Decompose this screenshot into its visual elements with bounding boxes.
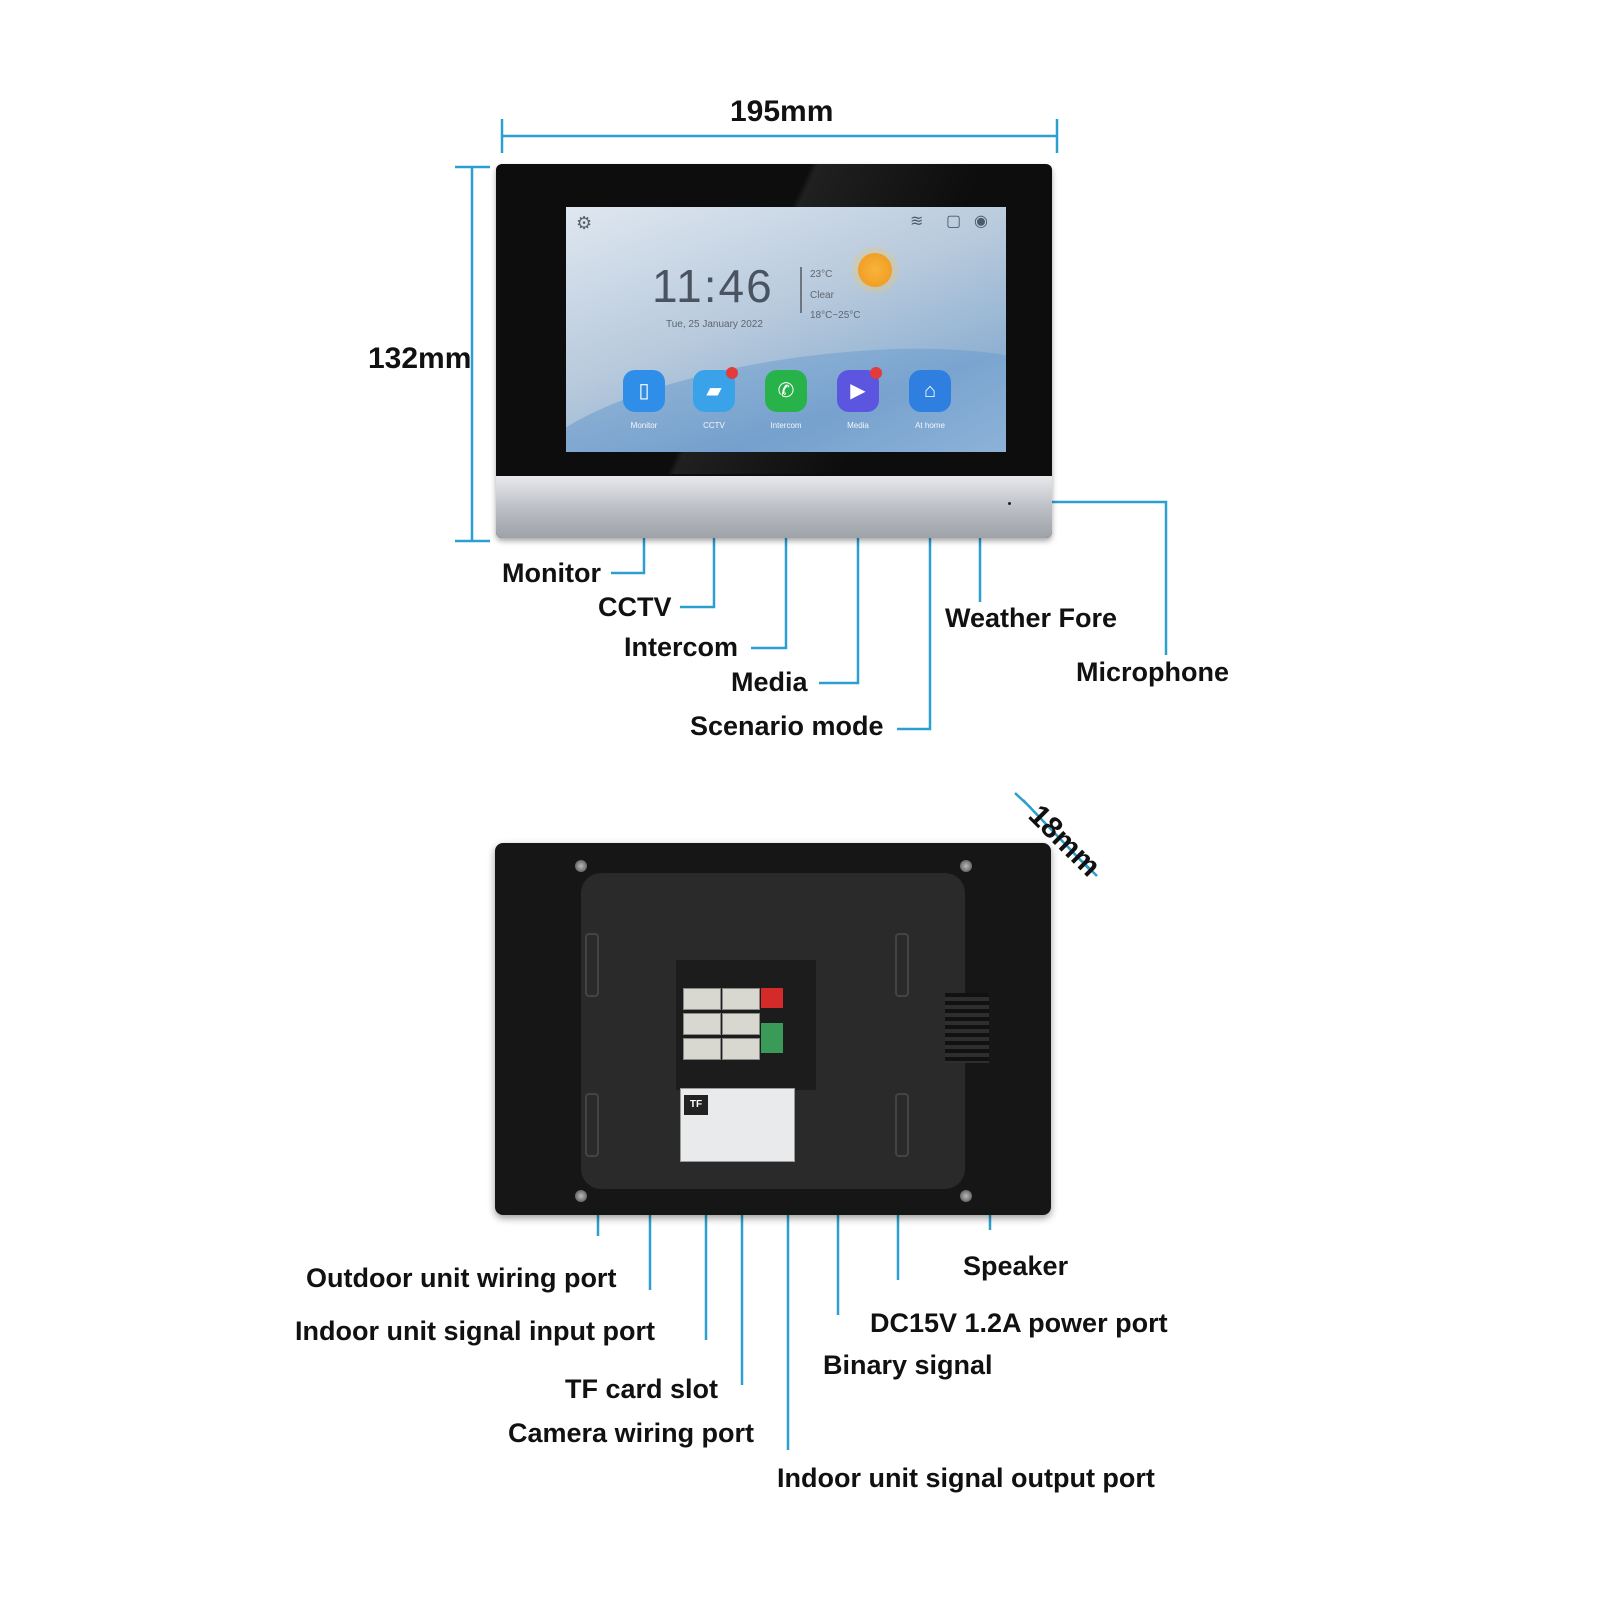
- depth-dimension-line: [1014, 792, 1098, 877]
- app-cctv-button[interactable]: ▰: [693, 367, 738, 412]
- home-screen: ⚙ ≋ ▢ ◉ 11:46 Tue, 25 January 2022 23°C …: [566, 207, 1006, 452]
- clock-time: 11:46: [652, 260, 774, 312]
- app-home-label: At home: [915, 421, 945, 430]
- app-media-label: Media: [847, 421, 869, 430]
- mount-slot-left-top: [585, 933, 599, 997]
- label-microphone: Microphone: [1076, 657, 1229, 687]
- camera-icon: ▰: [706, 380, 722, 402]
- label-camera-port: Camera wiring port: [508, 1418, 755, 1448]
- power-port[interactable]: [761, 988, 783, 1008]
- label-speaker: Speaker: [963, 1251, 1069, 1281]
- width-dimension-label: 195mm: [730, 95, 834, 128]
- label-intercom: Intercom: [624, 632, 739, 662]
- wifi-icon: ≋: [910, 213, 924, 230]
- app-monitor-button[interactable]: ▯: [623, 370, 665, 412]
- weather-condition: Clear: [810, 290, 834, 301]
- app-intercom-button[interactable]: ✆: [765, 370, 807, 412]
- weather-range: 18°C~25°C: [810, 310, 861, 321]
- mount-slot-left-bottom: [585, 1093, 599, 1157]
- outdoor-port-3[interactable]: [683, 1038, 721, 1060]
- label-media: Media: [731, 667, 808, 697]
- gear-icon[interactable]: ⚙: [576, 213, 593, 233]
- label-outdoor-port: Outdoor unit wiring port: [306, 1263, 617, 1293]
- play-icon: ▶: [850, 380, 866, 402]
- doorbell-icon: ▯: [638, 380, 650, 402]
- app-home-button[interactable]: ⌂: [909, 370, 951, 412]
- bottom-bezel-bar: [496, 476, 1052, 538]
- leader-microphone: [1016, 500, 1168, 655]
- app-intercom-label: Intercom: [770, 421, 802, 430]
- app-cctv-label: CCTV: [703, 421, 725, 430]
- screw-top-left: [575, 860, 587, 872]
- lock-icon[interactable]: ▢: [946, 213, 962, 230]
- speaker-grill: [945, 993, 989, 1063]
- mount-slot-right-top: [895, 933, 909, 997]
- camera-port[interactable]: [722, 1013, 760, 1035]
- weather-temperature: 23°C: [810, 269, 833, 280]
- microphone-hole: [1008, 502, 1011, 505]
- sun-icon: [858, 253, 892, 287]
- height-dimension-label: 132mm: [368, 342, 472, 375]
- outdoor-port-1[interactable]: [683, 988, 721, 1010]
- outdoor-port-2[interactable]: [722, 988, 760, 1010]
- indoor-in-port[interactable]: [683, 1013, 721, 1035]
- media-badge: [870, 367, 882, 379]
- label-cctv: CCTV: [598, 592, 672, 622]
- label-scenario-mode: Scenario mode: [690, 711, 884, 741]
- label-binary-signal: Binary signal: [823, 1350, 993, 1380]
- weather-divider: [800, 267, 802, 313]
- label-tf-card-slot: TF card slot: [565, 1374, 719, 1404]
- tf-card-slot[interactable]: TF: [684, 1095, 708, 1115]
- indoor-out-port[interactable]: [722, 1038, 760, 1060]
- phone-icon: ✆: [777, 380, 795, 402]
- cctv-badge: [726, 367, 738, 379]
- label-weather-forecast: Weather Fore: [945, 603, 1118, 633]
- app-monitor-label: Monitor: [630, 421, 658, 430]
- clock-date: Tue, 25 January 2022: [666, 319, 763, 330]
- width-dimension-line: [500, 119, 1059, 153]
- screw-top-right: [960, 860, 972, 872]
- label-indoor-output-port: Indoor unit signal output port: [777, 1463, 1155, 1493]
- screw-bottom-right: [960, 1190, 972, 1202]
- height-dimension-line: [455, 165, 490, 543]
- home-icon: ⌂: [923, 380, 937, 402]
- app-media-button[interactable]: ▶: [837, 367, 882, 412]
- wiring-sticker: TF: [680, 1088, 795, 1162]
- label-monitor: Monitor: [502, 558, 601, 588]
- back-panel: TF: [495, 843, 1051, 1215]
- label-power-port: DC15V 1.2A power port: [870, 1308, 1168, 1338]
- screw-bottom-left: [575, 1190, 587, 1202]
- label-indoor-input-port: Indoor unit signal input port: [295, 1316, 655, 1346]
- binary-signal-port[interactable]: [761, 1023, 783, 1053]
- mount-slot-right-bottom: [895, 1093, 909, 1157]
- power-icon[interactable]: ◉: [974, 213, 988, 230]
